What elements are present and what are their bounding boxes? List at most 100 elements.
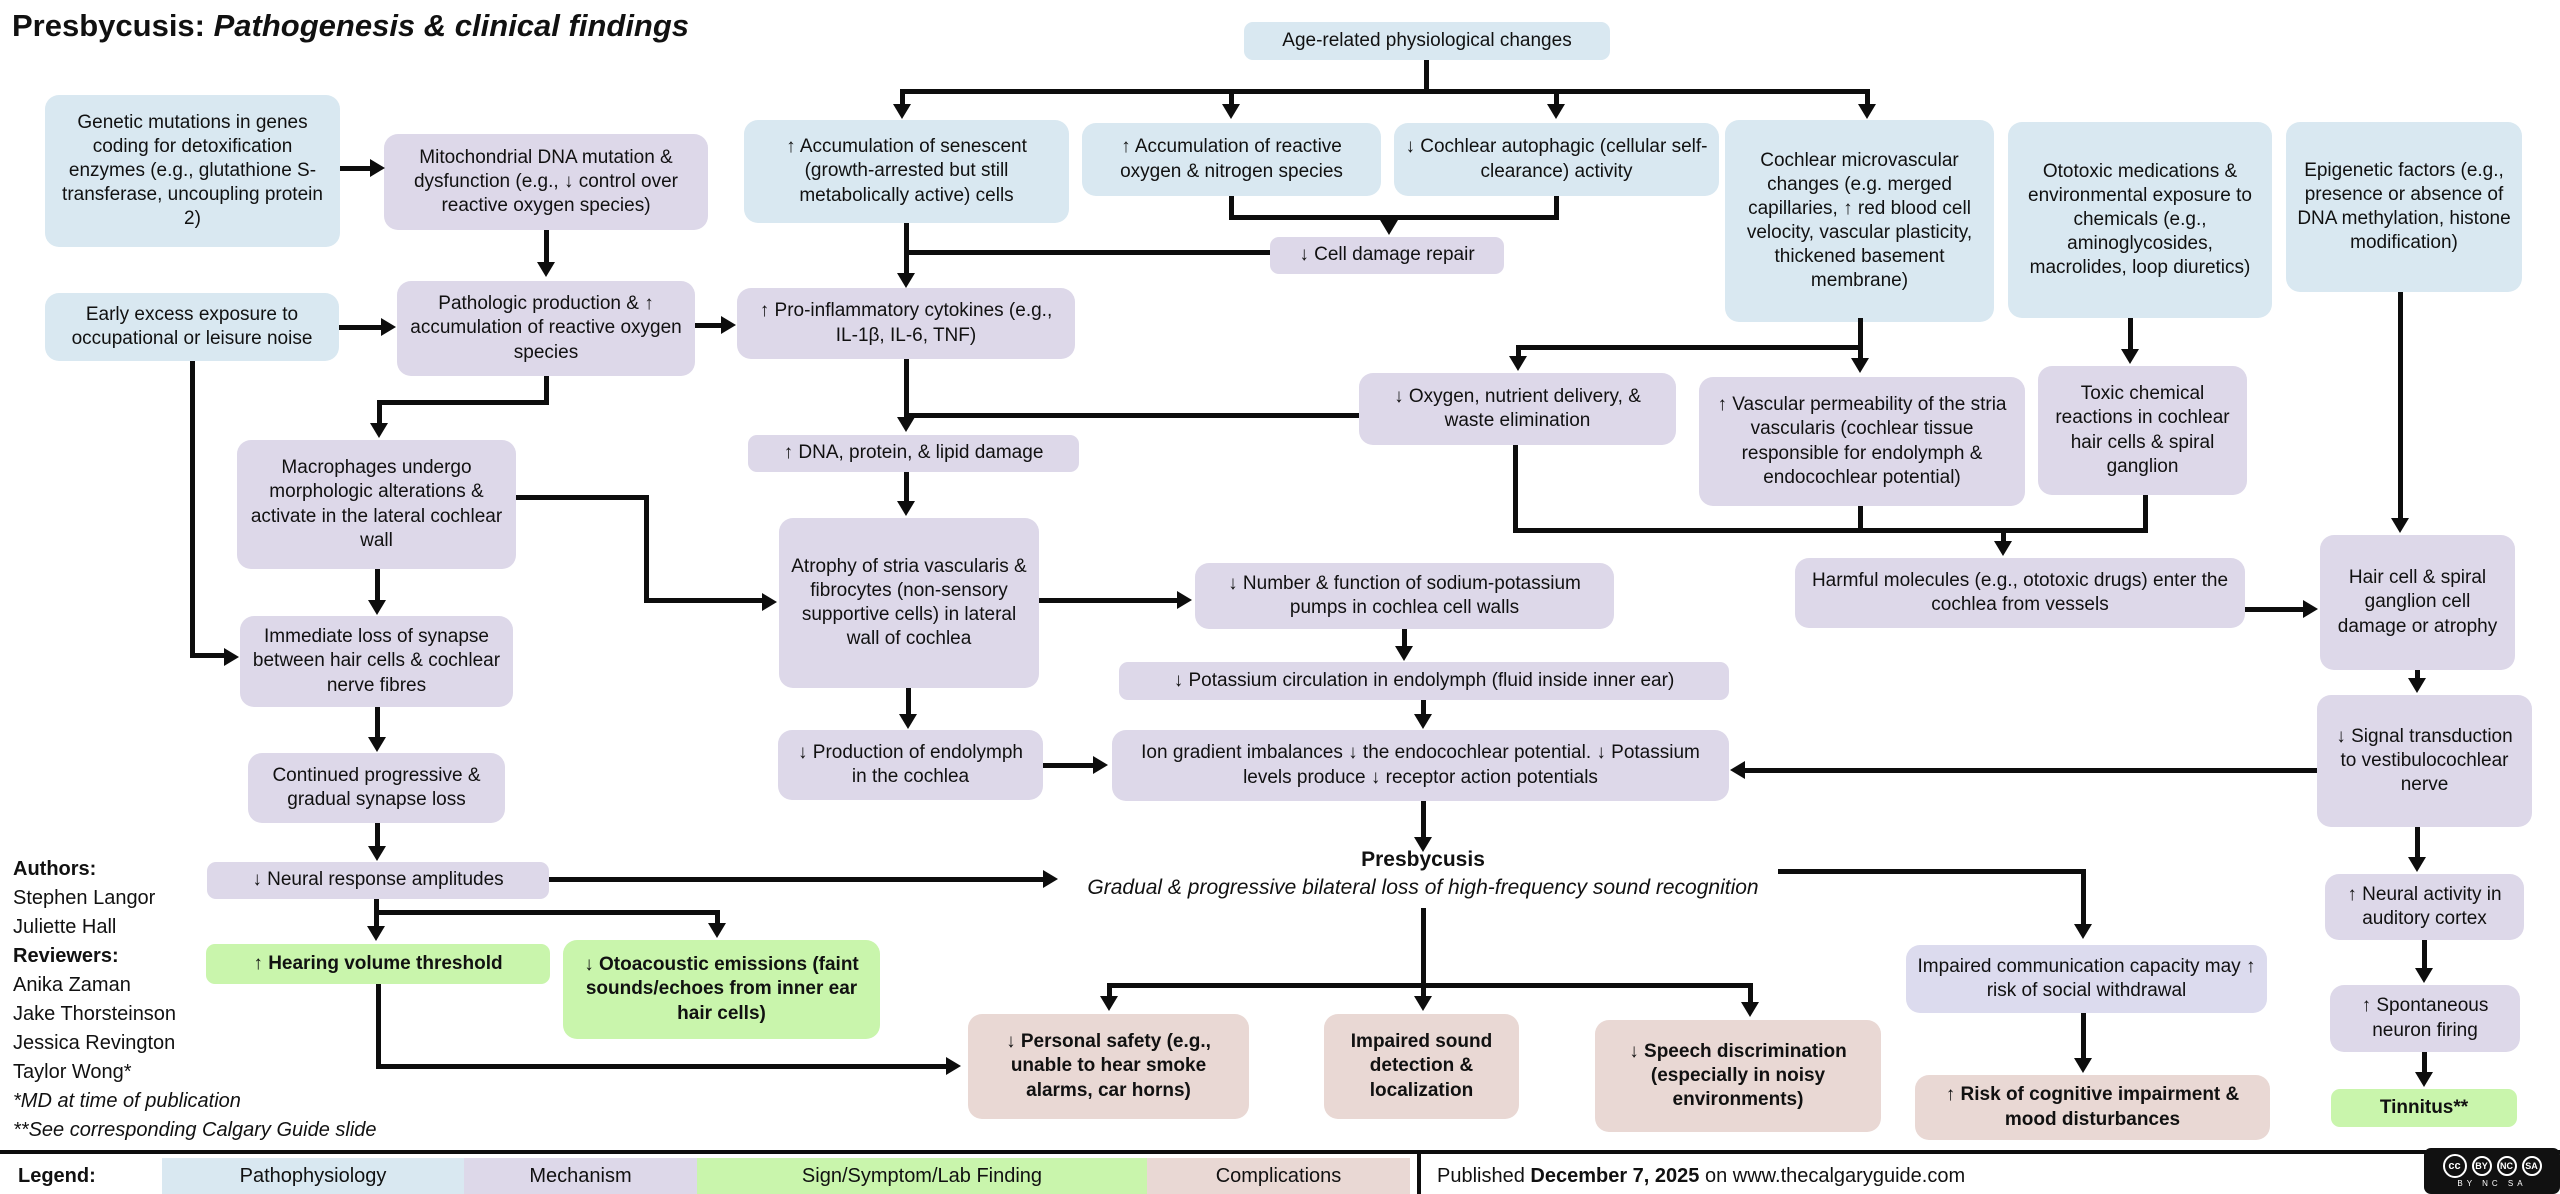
published-date: December 7, 2025 bbox=[1530, 1165, 1700, 1187]
arrowhead-icon bbox=[1043, 870, 1058, 888]
connector-line bbox=[695, 323, 723, 328]
arrowhead-icon bbox=[2303, 600, 2318, 618]
connector-line bbox=[904, 250, 1270, 255]
node-oxygen-nutrient-delivery: ↓ Oxygen, nutrient delivery, & waste eli… bbox=[1359, 373, 1676, 445]
node-epigenetic-factors: Epigenetic factors (e.g., presence or ab… bbox=[2286, 122, 2522, 292]
credits-reviewer: Jake Thorsteinson bbox=[13, 1003, 177, 1025]
credits-reviewer: Taylor Wong* bbox=[13, 1061, 132, 1083]
node-ion-gradient-imbalance: Ion gradient imbalances ↓ the endocochle… bbox=[1112, 730, 1729, 801]
arrowhead-icon bbox=[1414, 714, 1432, 729]
connector-line bbox=[900, 94, 905, 106]
published-site: on www.thecalgaryguide.com bbox=[1699, 1165, 1966, 1187]
node-neural-response-amplitudes: ↓ Neural response amplitudes bbox=[207, 862, 549, 899]
connector-line bbox=[2422, 1052, 2427, 1072]
cc-icon: cc bbox=[2442, 1154, 2467, 1178]
connector-line bbox=[375, 707, 380, 737]
connector-line bbox=[1229, 94, 1234, 106]
legend-divider bbox=[1417, 1154, 1421, 1194]
node-sodium-potassium-pumps: ↓ Number & function of sodium-potassium … bbox=[1195, 563, 1614, 629]
connector-line bbox=[2415, 670, 2420, 678]
connector-line bbox=[2081, 869, 2086, 924]
published-line: Published December 7, 2025 on www.thecal… bbox=[1437, 1158, 1965, 1194]
connector-line bbox=[376, 1064, 948, 1069]
connector-line bbox=[2001, 533, 2006, 541]
connector-line bbox=[1858, 318, 1863, 348]
node-speech-discrimination: ↓ Speech discrimination (especially in n… bbox=[1595, 1020, 1881, 1132]
node-tinnitus: Tinnitus** bbox=[2331, 1089, 2517, 1127]
node-otoacoustic-emissions: ↓ Otoacoustic emissions (faint sounds/ec… bbox=[563, 940, 880, 1039]
connector-line bbox=[375, 569, 380, 600]
arrowhead-icon bbox=[897, 501, 915, 516]
legend-item-sign-symptom: Sign/Symptom/Lab Finding bbox=[697, 1158, 1147, 1194]
connector-line bbox=[549, 877, 1045, 882]
arrowhead-icon bbox=[2074, 1058, 2092, 1073]
cc-nc-icon: NC bbox=[2496, 1156, 2517, 1176]
credits-reviewer: Jessica Revington bbox=[13, 1032, 176, 1054]
connector-line bbox=[377, 400, 549, 405]
node-cell-damage-repair: ↓ Cell damage repair bbox=[1270, 237, 1504, 274]
connector-line bbox=[339, 325, 383, 330]
connector-line bbox=[1107, 988, 1112, 996]
node-vascular-permeability: ↑ Vascular permeability of the stria vas… bbox=[1699, 377, 2025, 506]
node-signal-transduction: ↓ Signal transduction to vestibulocochle… bbox=[2317, 695, 2532, 827]
connector-line bbox=[2422, 940, 2427, 968]
node-impaired-sound-detection: Impaired sound detection & localization bbox=[1324, 1014, 1519, 1119]
connector-line bbox=[1402, 629, 1407, 646]
node-continued-synapse-loss: Continued progressive & gradual synapse … bbox=[248, 753, 505, 823]
arrowhead-icon bbox=[367, 926, 385, 941]
node-hair-cell-damage: Hair cell & spiral ganglion cell damage … bbox=[2320, 535, 2515, 670]
connector-line bbox=[904, 223, 909, 273]
node-pathologic-ros-production: Pathologic production & ↑ accumulation o… bbox=[397, 281, 695, 376]
arrowhead-icon bbox=[708, 923, 726, 938]
arrowhead-icon bbox=[2415, 1072, 2433, 1087]
arrowhead-icon bbox=[2415, 968, 2433, 983]
node-early-noise-exposure: Early excess exposure to occupational or… bbox=[45, 293, 339, 361]
arrowhead-icon bbox=[899, 714, 917, 729]
cc-license-caption: BY NC SA bbox=[2457, 1179, 2527, 1188]
node-personal-safety: ↓ Personal safety (e.g., unable to hear … bbox=[968, 1014, 1249, 1119]
arrowhead-icon bbox=[1851, 358, 1869, 373]
page-title-suffix: Pathogenesis & clinical findings bbox=[205, 8, 690, 43]
arrowhead-icon bbox=[2074, 924, 2092, 939]
arrowhead-icon bbox=[368, 846, 386, 861]
node-hearing-volume-threshold: ↑ Hearing volume threshold bbox=[206, 944, 550, 984]
connector-line bbox=[375, 823, 380, 846]
connector-line bbox=[1554, 196, 1559, 220]
arrowhead-icon bbox=[1858, 104, 1876, 119]
connector-line bbox=[1778, 869, 2086, 874]
cc-license-badge: cc BY NC SA BY NC SA bbox=[2424, 1148, 2560, 1194]
connector-line bbox=[544, 376, 549, 405]
connector-line bbox=[1516, 350, 1521, 356]
connector-line bbox=[1421, 988, 1426, 996]
connector-line bbox=[1421, 700, 1426, 714]
node-atrophy-stria-vascularis: Atrophy of stria vascularis & fibrocytes… bbox=[779, 518, 1039, 688]
connector-line bbox=[1858, 350, 1863, 358]
arrowhead-icon bbox=[1100, 996, 1118, 1011]
connector-line bbox=[1513, 528, 2148, 533]
legend-item-mechanism: Mechanism bbox=[464, 1158, 697, 1194]
arrowhead-icon bbox=[1414, 996, 1432, 1011]
node-potassium-circulation: ↓ Potassium circulation in endolymph (fl… bbox=[1119, 662, 1729, 700]
connector-line bbox=[1039, 598, 1179, 603]
connector-line bbox=[2398, 292, 2403, 518]
connector-line bbox=[1745, 768, 2317, 773]
arrowhead-icon bbox=[1093, 756, 1108, 774]
node-spontaneous-firing: ↑ Spontaneous neuron firing bbox=[2330, 985, 2520, 1052]
arrowhead-icon bbox=[1414, 837, 1432, 852]
connector-line bbox=[1043, 763, 1095, 768]
connector-line bbox=[1554, 94, 1559, 106]
arrowhead-icon bbox=[381, 318, 396, 336]
arrowhead-icon bbox=[2121, 349, 2139, 364]
credits-footnote-slide: **See corresponding Calgary Guide slide bbox=[13, 1119, 377, 1141]
arrowhead-icon bbox=[893, 104, 911, 119]
arrowhead-icon bbox=[2408, 857, 2426, 872]
node-macrophages: Macrophages undergo morphologic alterati… bbox=[237, 440, 516, 569]
connector-line bbox=[190, 361, 195, 658]
connector-line bbox=[715, 910, 720, 923]
arrowhead-icon bbox=[1547, 104, 1565, 119]
connector-line bbox=[340, 166, 372, 171]
connector-line bbox=[1748, 988, 1753, 1002]
legend-item-complications: Complications bbox=[1147, 1158, 1410, 1194]
connector-line bbox=[544, 230, 549, 262]
